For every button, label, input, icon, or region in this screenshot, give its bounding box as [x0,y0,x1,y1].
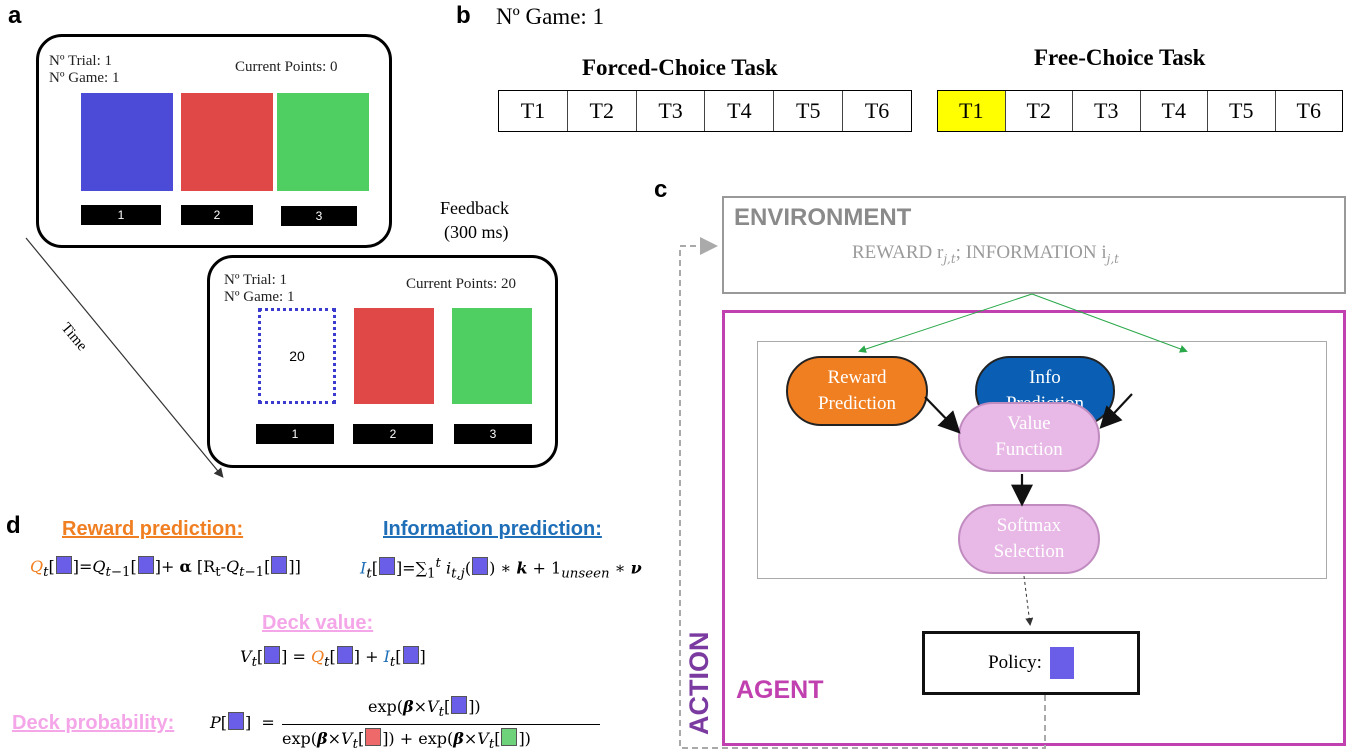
game-number: Nº Game: 1 [224,289,295,305]
environment-box [722,196,1346,294]
deck-card-green[interactable] [277,93,369,191]
free-trial-cell: T4 [1141,91,1208,131]
task-screen-feedback: Nº Trial: 1 Nº Game: 1 Current Points: 2… [207,255,558,468]
information-prediction-title: Information prediction: [383,518,602,540]
deck-label-3: 3 [281,206,357,226]
revealed-card[interactable]: 20 [258,308,336,404]
panel-a-letter: a [8,2,22,29]
forced-trial-cell: T1 [499,91,568,131]
forced-choice-title: Forced-Choice Task [582,55,778,80]
deck-value-equation: Vt[] = Qt[] + It[] [240,646,426,671]
deck-probability-numerator: exp(β×Vt[]) [368,696,481,721]
forced-trial-cell: T6 [864,98,890,123]
fraction-bar [282,724,600,725]
deck-card-red[interactable] [354,308,434,404]
forced-trial-cell: T4 [705,91,775,131]
forced-trial-cell: T2 [568,91,637,131]
reward-prediction-equation: Qt[]=Qt−1[]+ α [Rt-Qt−1[]] [30,556,301,581]
policy-label: Policy: [988,652,1042,673]
reward-prediction-title: Reward prediction: [62,518,244,540]
deck-value-title: Deck value: [262,612,374,634]
agent-box [722,310,1346,746]
deck-label-1: 1 [81,205,161,225]
forced-choice-trials: T1 T2 T3 T4 T5 T6 [498,90,912,132]
deck-label-2: 2 [353,424,433,444]
free-choice-trials: T1 T2 T3 T4 T5 T6 [937,90,1343,132]
agent-label: AGENT [736,676,824,704]
chosen-deck-square [1049,647,1074,679]
trial-number: Nº Trial: 1 [49,53,113,69]
deck-card-blue[interactable] [81,93,173,191]
free-choice-title: Free-Choice Task [1034,45,1206,70]
environment-title: ENVIRONMENT [734,204,912,231]
forced-trial-cell: T5 [774,91,844,131]
forced-trial-cell: T3 [637,91,706,131]
free-trial-cell: T6 [1296,98,1321,123]
model-inner-box [757,341,1327,579]
current-points: Current Points: 0 [235,59,338,75]
free-trial-cell: T2 [1006,91,1073,131]
trial-number: Nº Trial: 1 [224,272,288,288]
panel-b-letter: b [456,2,471,29]
deck-label-3: 3 [454,424,532,444]
free-trial-cell: T3 [1073,91,1141,131]
feedback-label: Feedback [440,198,509,218]
deck-label-1: 1 [256,424,334,444]
deck-label-2: 2 [181,205,253,225]
game-number: Nº Game: 1 [49,70,120,86]
panel-c-letter: c [654,176,668,203]
deck-card-green[interactable] [452,308,532,404]
task-screen-choice: Nº Trial: 1 Nº Game: 1 Current Points: 0… [36,34,392,248]
feedback-duration: (300 ms) [444,222,509,242]
game-label: Nº Game: 1 [496,4,605,29]
free-trial-cell: T5 [1208,91,1276,131]
deck-card-red[interactable] [181,93,273,191]
panel-d-letter: d [6,512,21,539]
information-prediction-equation: It[]=∑1t it,j() ∗ k + 1unseen ∗ ν [360,556,642,582]
deck-probability-denominator: exp(β×Vt[]) + exp(β×Vt[]) [282,728,531,753]
current-points: Current Points: 20 [406,276,517,292]
free-trial-cell-highlighted: T1 [938,91,1006,131]
deck-probability-title: Deck probability: [12,712,175,734]
deck-probability-lhs: P[] = [210,712,275,732]
policy-box: Policy: [922,631,1140,695]
revealed-points: 20 [289,348,305,364]
reward-information-label: REWARD rj,t; INFORMATION ij,t [852,242,1119,266]
